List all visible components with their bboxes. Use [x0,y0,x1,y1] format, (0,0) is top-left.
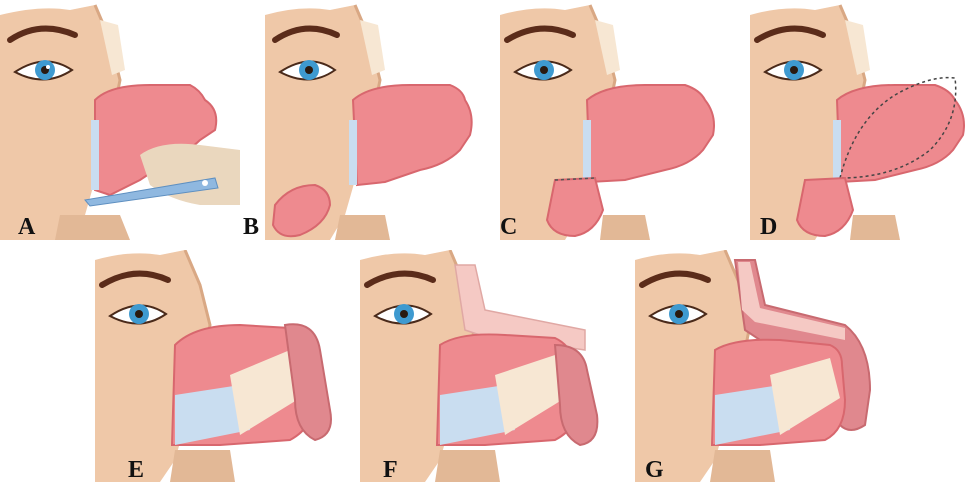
panel-c-label: C [500,215,517,239]
panel-e-label: E [128,458,144,482]
panel-d [745,0,972,240]
nasal-cavity [353,85,472,185]
panel-a-illustration [0,0,240,240]
panel-g [630,250,880,482]
panel-b-label: B [243,215,259,239]
panel-c [495,0,735,240]
lip [55,215,130,240]
panel-b-illustration [245,0,485,240]
panel-g-label: G [645,458,664,482]
panel-g-illustration [630,250,880,482]
panel-b [245,0,485,240]
panel-e [90,250,350,482]
attached-flap [547,178,603,236]
panel-a [0,0,240,240]
nasal-cavity [587,85,714,182]
panel-d-label: D [760,215,777,239]
panel-a-label: A [18,215,35,239]
panel-f [355,250,620,482]
panel-f-label: F [383,458,398,482]
panel-e-illustration [90,250,350,482]
panel-f-illustration [355,250,620,482]
attached-flap [797,178,853,236]
panel-d-illustration [745,0,972,240]
panel-c-illustration [495,0,735,240]
